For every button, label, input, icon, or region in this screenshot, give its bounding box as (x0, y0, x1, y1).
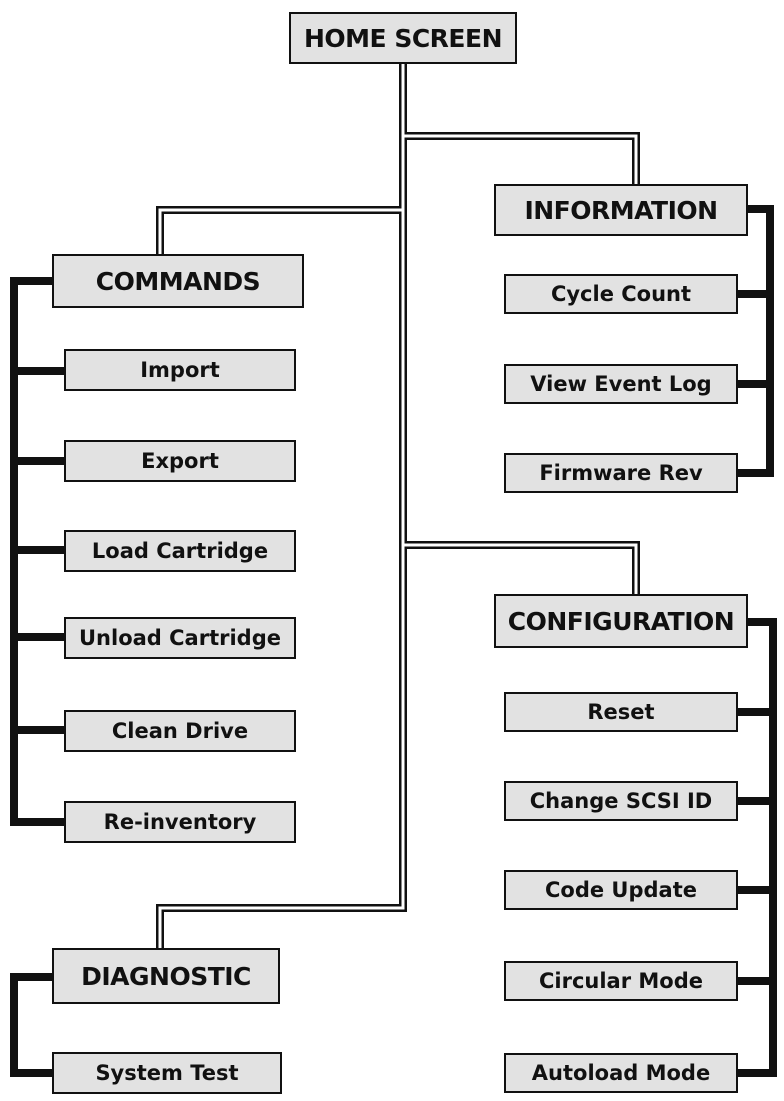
home-screen-box[interactable]: HOME SCREEN (289, 12, 517, 64)
command-item-load-cartridge[interactable]: Load Cartridge (64, 530, 296, 572)
command-item-clean-drive[interactable]: Clean Drive (64, 710, 296, 752)
configuration-box[interactable]: CONFIGURATION (494, 594, 748, 648)
bracket-connectors (10, 205, 777, 1077)
diagnostic-item-system-test[interactable]: System Test (52, 1052, 282, 1094)
config-item-autoload-mode[interactable]: Autoload Mode (504, 1053, 738, 1093)
config-item-code-update[interactable]: Code Update (504, 870, 738, 910)
information-box[interactable]: INFORMATION (494, 184, 748, 236)
diagnostic-box[interactable]: DIAGNOSTIC (52, 948, 280, 1004)
config-item-change-scsi-id[interactable]: Change SCSI ID (504, 781, 738, 821)
command-item-unload-cartridge[interactable]: Unload Cartridge (64, 617, 296, 659)
config-item-reset[interactable]: Reset (504, 692, 738, 732)
trunk-connectors (156, 62, 640, 948)
command-item-re-inventory[interactable]: Re-inventory (64, 801, 296, 843)
config-item-circular-mode[interactable]: Circular Mode (504, 961, 738, 1001)
command-item-export[interactable]: Export (64, 440, 296, 482)
info-item-cycle-count[interactable]: Cycle Count (504, 274, 738, 314)
info-item-view-event-log[interactable]: View Event Log (504, 364, 738, 404)
command-item-import[interactable]: Import (64, 349, 296, 391)
info-item-firmware-rev[interactable]: Firmware Rev (504, 453, 738, 493)
commands-box[interactable]: COMMANDS (52, 254, 304, 308)
